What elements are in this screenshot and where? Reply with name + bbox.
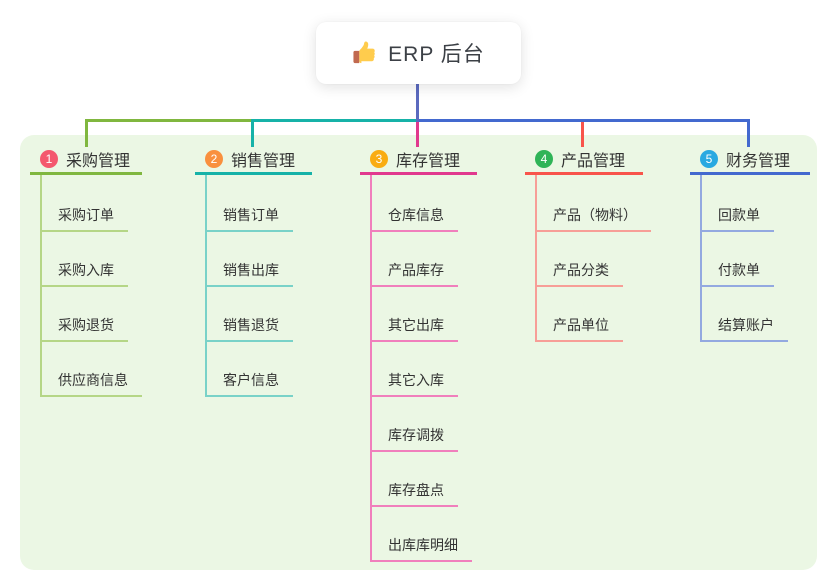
mindmap-node[interactable]: 库存盘点 <box>370 480 458 507</box>
mindmap-node[interactable]: 库存调拨 <box>370 425 458 452</box>
mindmap-node[interactable]: 产品单位 <box>535 315 623 342</box>
branch-node-label: 库存管理 <box>396 153 461 170</box>
root-node[interactable]: ERP 后台 <box>316 22 521 84</box>
mindmap-node[interactable]: 采购退货 <box>40 315 128 342</box>
mindmap-node[interactable]: 产品库存 <box>370 260 458 287</box>
branch-number-badge: 5 <box>700 150 718 168</box>
branch-node-4[interactable]: 4 产品管理 <box>525 146 643 175</box>
mindmap-node[interactable]: 其它入库 <box>370 370 458 397</box>
mindmap-node[interactable]: 销售出库 <box>205 260 293 287</box>
mindmap-node[interactable]: 销售订单 <box>205 205 293 232</box>
branch-connector-drop <box>85 119 88 147</box>
mindmap-node[interactable]: 产品（物料） <box>535 205 651 232</box>
branch-connector-drop <box>581 122 584 147</box>
mindmap-node[interactable]: 供应商信息 <box>40 370 142 397</box>
root-node-label: ERP 后台 <box>388 43 485 66</box>
branch-node-2[interactable]: 2 销售管理 <box>195 146 312 175</box>
mindmap-node[interactable]: 付款单 <box>700 260 774 287</box>
mindmap-node[interactable]: 仓库信息 <box>370 205 458 232</box>
branch-connector-horizontal <box>417 119 750 122</box>
children-connector-vertical <box>535 175 537 341</box>
branch-node-label: 财务管理 <box>726 153 791 170</box>
mindmap-background-panel <box>20 135 817 570</box>
branch-node-1[interactable]: 1 采购管理 <box>30 146 142 175</box>
branch-node-5[interactable]: 5 财务管理 <box>690 146 810 175</box>
branch-connector-drop <box>251 119 254 147</box>
branch-connector-horizontal <box>251 119 419 122</box>
mindmap-node[interactable]: 其它出库 <box>370 315 458 342</box>
branch-number-badge: 2 <box>205 150 223 168</box>
branch-connector-drop <box>747 119 750 147</box>
mindmap-node[interactable]: 销售退货 <box>205 315 293 342</box>
children-connector-vertical <box>700 175 702 341</box>
trunk-connector-line <box>416 84 419 122</box>
branch-connector-horizontal <box>85 119 254 122</box>
branch-node-label: 销售管理 <box>231 153 296 170</box>
mindmap-node[interactable]: 采购入库 <box>40 260 128 287</box>
thumbs-up-icon <box>352 40 378 66</box>
branch-node-3[interactable]: 3 库存管理 <box>360 146 477 175</box>
children-connector-vertical <box>370 175 372 561</box>
mindmap-node[interactable]: 产品分类 <box>535 260 623 287</box>
branch-node-label: 采购管理 <box>66 153 131 170</box>
branch-number-badge: 3 <box>370 150 388 168</box>
mindmap-node[interactable]: 客户信息 <box>205 370 293 397</box>
branch-number-badge: 1 <box>40 150 58 168</box>
mindmap-node[interactable]: 结算账户 <box>700 315 788 342</box>
mindmap-node[interactable]: 出库库明细 <box>370 535 472 562</box>
branch-node-label: 产品管理 <box>561 153 626 170</box>
branch-number-badge: 4 <box>535 150 553 168</box>
branch-connector-drop <box>416 122 419 147</box>
mindmap-node[interactable]: 回款单 <box>700 205 774 232</box>
mindmap-node[interactable]: 采购订单 <box>40 205 128 232</box>
